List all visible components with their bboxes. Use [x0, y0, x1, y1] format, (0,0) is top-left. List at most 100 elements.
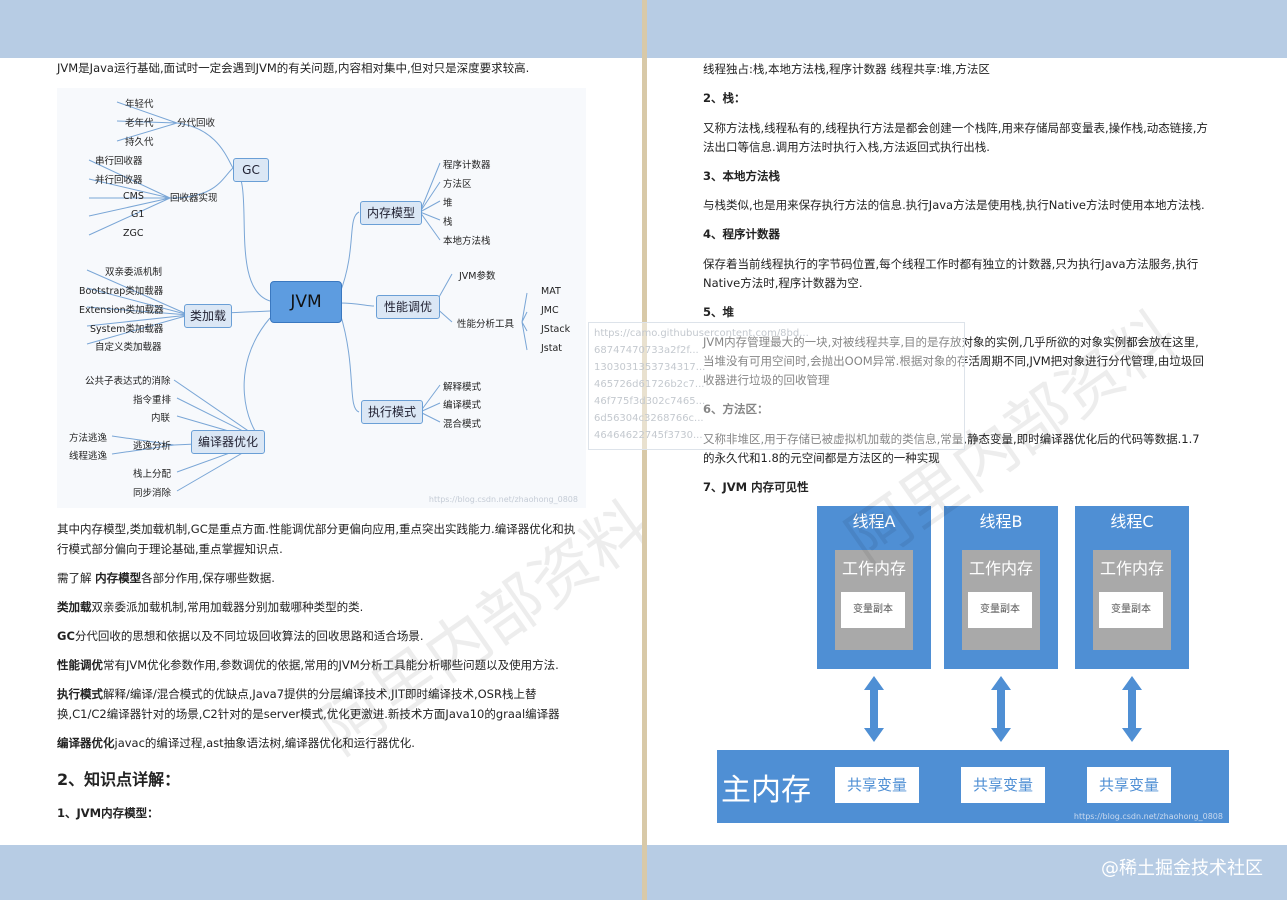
shared-variable: 共享变量 — [1087, 767, 1171, 803]
intro-text: JVM是Java运行基础,面试时一定会遇到JVM的有关问题,内容相对集中,但对只… — [57, 61, 530, 75]
overlay-line: 68747470733a2f2f... — [594, 345, 699, 356]
note-text: javac的编译过程,ast抽象语法树,编译器优化和运行器优化. — [114, 736, 415, 750]
execution-note: 执行模式解释/编译/混合模式的优缺点,Java7提供的分层编译技术,JIT即时编… — [57, 684, 536, 704]
double-arrow-icon — [991, 676, 1011, 742]
mindmap-compiler-item: 公共子表达式的消除 — [85, 376, 171, 387]
heading-heap: 5、堆 — [703, 305, 735, 319]
mindmap-gen-item: 老年代 — [125, 118, 154, 129]
subsection-heading: 1、JVM内存模型： — [57, 806, 159, 820]
method-area-text-cont: 的永久代和1.8的元空间都是方法区的一种实现 — [703, 451, 940, 465]
mindmap-memory-item: 本地方法栈 — [443, 236, 491, 247]
mindmap-memory-item: 栈 — [443, 217, 453, 228]
mindmap-collector: G1 — [131, 209, 145, 220]
note-bold: 编译器优化 — [57, 736, 115, 750]
mindmap-tool: MAT — [541, 286, 561, 297]
thread-block: 线程C 工作内存 变量副本 — [1075, 506, 1189, 669]
thread-title: 线程A — [852, 512, 896, 531]
mindmap-collector: CMS — [123, 191, 144, 202]
work-memory-title: 工作内存 — [968, 559, 1033, 578]
note-text: 解释/编译/混合模式的优缺点,Java7提供的分层编译技术,JIT即时编译技术,… — [103, 687, 537, 701]
thread-scope-line: 线程独占:栈,本地方法栈,程序计数器 线程共享:堆,方法区 — [703, 62, 990, 76]
diagram-credit: https://blog.csdn.net/zhaohong_0808 — [1073, 812, 1223, 821]
variable-copy: 变量副本 — [1099, 592, 1163, 628]
execution-note-cont: 换,C1/C2编译器针对的场景,C2针对的是server模式,优化更激进.新技术… — [57, 707, 560, 721]
main-memory-title: 主内存 — [721, 773, 811, 808]
mindmap-escape-item: 线程逃逸 — [69, 451, 108, 462]
work-memory: 工作内存 变量副本 — [962, 550, 1040, 650]
note-prefix: 需了解 — [57, 571, 96, 585]
stack-text-cont: 法出口等信息.调用方法时执行入栈,方法返回式执行出栈. — [703, 140, 990, 154]
mindmap-classloading-item: 自定义类加载器 — [95, 342, 162, 353]
gc-note: GC分代回收的思想和依据以及不同垃圾回收算法的回收思路和适合场景. — [57, 626, 424, 646]
mindmap-classloading-item: Extension类加载器 — [79, 305, 164, 316]
overlay-line: 6d56304c3268766c... — [594, 413, 704, 424]
mindmap-execution: 执行模式 — [361, 400, 423, 424]
heading-native-stack: 3、本地方法栈 — [703, 169, 781, 183]
mindmap-compiler-item: 逃逸分析 — [133, 441, 172, 452]
mindmap-collector: 串行回收器 — [95, 156, 143, 167]
stack-text: 又称方法栈,线程私有的,线程执行方法是都会创建一个栈阵,用来存储局部变量表,操作… — [703, 121, 1208, 135]
note-text: 各部分作用,保存哪些数据. — [141, 571, 275, 585]
footer-brand: @稀土掘金技术社区 — [1101, 858, 1263, 879]
note-bold: GC — [57, 629, 75, 643]
mindmap-gen-item: 持久代 — [125, 137, 154, 148]
note-bold: 类加载 — [57, 600, 92, 614]
work-memory: 工作内存 变量副本 — [835, 550, 913, 650]
memory-visibility-diagram: 线程A 工作内存 变量副本 线程B 工作内存 变量副本 线程C 工作内存 变量副… — [717, 506, 1232, 824]
heading-visibility: 7、JVM 内存可见性 — [703, 480, 809, 494]
mindmap-tuning-item: JVM参数 — [459, 271, 496, 282]
variable-copy: 变量副本 — [841, 592, 905, 628]
mindmap-classloading-item: System类加载器 — [90, 324, 164, 335]
url-overlay: https://camo.githubusercontent.com/8bd..… — [588, 322, 965, 450]
overlay-line: https://camo.githubusercontent.com/8bd..… — [594, 328, 809, 339]
mindmap-tool: JStack — [541, 324, 571, 335]
mindmap-compiler-item: 内联 — [151, 413, 171, 424]
classloading-note: 类加载双亲委派加载机制,常用加载器分别加载哪种类型的类. — [57, 597, 363, 617]
work-memory-title: 工作内存 — [1099, 559, 1164, 578]
thread-title: 线程B — [979, 512, 1023, 531]
mindmap-tool: JMC — [541, 305, 559, 316]
overlay-line: 1303031353734317... — [594, 362, 706, 373]
heap-text-cont: 收器进行垃圾的回收管理 — [703, 373, 830, 387]
mindmap-escape-item: 方法逃逸 — [69, 433, 108, 444]
pc-text: 保存着当前线程执行的字节码位置,每个线程工作时都有独立的计数器,只为执行Java… — [703, 257, 1199, 271]
mindmap-credit: https://blog.csdn.net/zhaohong_0808 — [428, 495, 578, 504]
mindmap-execution-item: 混合模式 — [443, 419, 482, 430]
mindmap-tuning: 性能调优 — [376, 295, 440, 319]
mindmap-tool: Jstat — [541, 343, 563, 354]
double-arrow-icon — [864, 676, 884, 742]
note-bold: 性能调优 — [57, 658, 103, 672]
overlay-line: 465726d61726b2c7... — [594, 379, 705, 390]
mindmap-execution-item: 编译模式 — [443, 400, 482, 411]
method-area-text: 又称非堆区,用于存储已被虚拟机加载的类信息,常量,静态变量,即时编译器优化后的代… — [703, 432, 1200, 446]
jvm-mindmap: JVM GC 分代回收 年轻代 老年代 持久代 回收器实现 串行回收器 并行回收… — [57, 88, 586, 508]
mindmap-collector-group: 回收器实现 — [170, 193, 218, 204]
heading-pc: 4、程序计数器 — [703, 227, 781, 241]
mindmap-memory-model: 内存模型 — [360, 201, 422, 225]
tuning-note: 性能调优常有JVM优化参数作用,参数调优的依据,常用的JVM分析工具能分析哪些问… — [57, 655, 559, 675]
mindmap-root: JVM — [270, 281, 342, 323]
thread-block: 线程A 工作内存 变量副本 — [817, 506, 931, 669]
left-page: JVM是Java运行基础,面试时一定会遇到JVM的有关问题,内容相对集中,但对只… — [0, 58, 642, 845]
compiler-note: 编译器优化javac的编译过程,ast抽象语法树,编译器优化和运行器优化. — [57, 733, 415, 753]
heading-stack: 2、栈： — [703, 91, 746, 105]
overlay-line: 46464622745f3730... — [594, 430, 703, 441]
work-memory-title: 工作内存 — [841, 559, 906, 578]
thread-block: 线程B 工作内存 变量副本 — [944, 506, 1058, 669]
mindmap-classloading-item: 双亲委派机制 — [105, 267, 163, 278]
right-page: 线程独占:栈,本地方法栈,程序计数器 线程共享:堆,方法区 2、栈： 又称方法栈… — [647, 58, 1287, 845]
native-stack-text: 与栈类似,也是用来保存执行方法的信息.执行Java方法是使用栈,执行Native… — [703, 198, 1205, 212]
note-text: 分代回收的思想和依据以及不同垃圾回收算法的回收思路和适合场景. — [74, 629, 424, 643]
mindmap-compiler-item: 指令重排 — [133, 395, 172, 406]
page-gutter — [642, 0, 647, 900]
double-arrow-icon — [1122, 676, 1142, 742]
shared-variable: 共享变量 — [835, 767, 919, 803]
note-bold: 内存模型 — [95, 571, 142, 585]
heap-text: JVM内存管理最大的一块,对被线程共享,目的是存放对象的实例,几乎所欲的对象实例… — [703, 335, 1199, 349]
heading-method-area: 6、方法区： — [703, 402, 769, 416]
mindmap-execution-item: 解释模式 — [443, 382, 482, 393]
thread-title: 线程C — [1110, 512, 1154, 531]
mindmap-classloading-item: Bootstrap类加载器 — [79, 286, 164, 297]
mindmap-compiler: 编译器优化 — [191, 430, 265, 454]
mindmap-collector: ZGC — [123, 228, 144, 239]
